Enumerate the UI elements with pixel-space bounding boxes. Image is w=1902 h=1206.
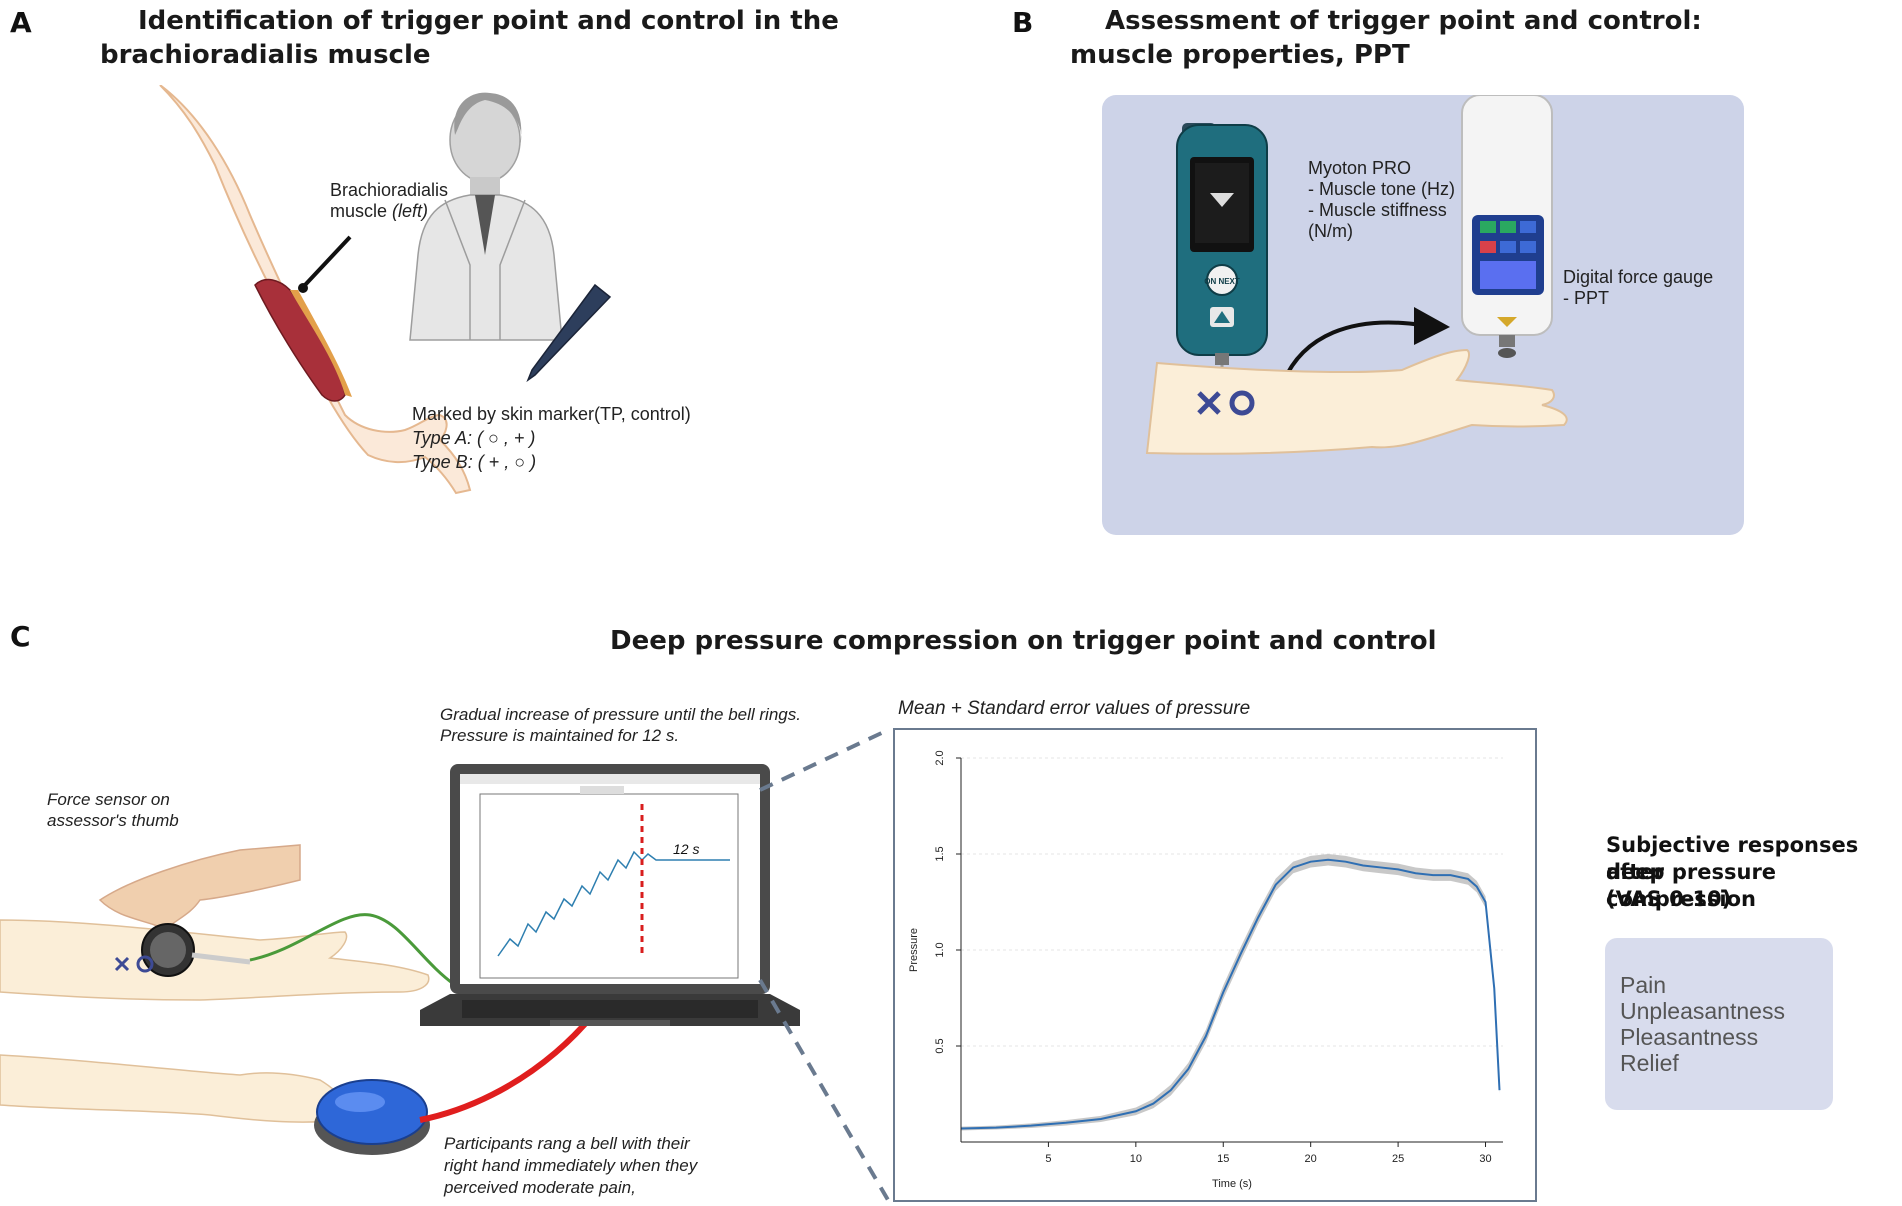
myoton-on-next-button-text: ON NEXT	[1204, 277, 1240, 286]
panel-a-illustration	[159, 85, 612, 495]
bell-line1: Participants rang a bell with their	[444, 1134, 690, 1153]
chart-y-tick-label: 0.5	[934, 1038, 946, 1053]
screen-hold-label: 12 s	[673, 841, 699, 857]
chart-mean-line	[960, 858, 1501, 1130]
brachioradialis-muscle	[254, 278, 346, 402]
muscle-label-side: (left)	[392, 201, 429, 221]
chart-x-label: Time (s)	[1212, 1178, 1252, 1190]
panel-b-letter: B	[1012, 6, 1034, 39]
chart-grid	[961, 757, 1503, 1047]
myoton-item3: (N/m)	[1308, 221, 1353, 241]
myoton-item1: - Muscle tone (Hz)	[1308, 179, 1456, 199]
subjective-line3: (VAS 0-10)	[1606, 887, 1732, 911]
mean-se-label: Mean + Standard error values of pressure	[898, 698, 1251, 719]
gauge-title: Digital force gauge	[1563, 267, 1714, 287]
vas-box: Pain Unpleasantness Pleasantness Relief	[1605, 938, 1833, 1110]
type-a-label: Type A: ( ○ , + )	[412, 428, 536, 448]
panel-b-illustration: ON NEXT	[1145, 95, 1568, 455]
subjective-line1: Subjective responses after	[1606, 833, 1859, 884]
panel-a-letter: A	[10, 6, 32, 39]
bell-line2: right hand immediately when they	[444, 1156, 698, 1175]
panel-a-title-line1: Identification of trigger point and cont…	[138, 6, 839, 36]
myoton-title: Myoton PRO	[1308, 158, 1412, 178]
vas-list: Pain Unpleasantness Pleasantness Relief	[1620, 972, 1785, 1076]
assessor-person-illustration	[409, 92, 563, 341]
skin-marker-pen-icon	[526, 283, 612, 383]
bell-line3: perceived moderate pain,	[444, 1178, 636, 1197]
digital-force-gauge-device	[1461, 95, 1553, 358]
chart-x-tick-label: 5	[1045, 1153, 1051, 1165]
subjective-line2: deep pressure compression	[1606, 860, 1777, 911]
laptop-icon: 12 s	[420, 764, 800, 1026]
pressure-chart: 5 10 15 20 25 30 0.5 1.0 1.5 2.0 Time (s) Pressur…	[893, 728, 1537, 1202]
chart-x-tick-label: 20	[1305, 1153, 1317, 1165]
muscle-label-line2-wrap: muscle (left)	[330, 201, 428, 222]
sensor-cable	[249, 913, 456, 987]
chart-y-tick-label: 1.0	[934, 942, 946, 957]
muscle-label-line2: muscle	[330, 201, 388, 221]
chart-x-tick-label: 10	[1130, 1153, 1142, 1165]
force-sensor-line1: Force sensor on	[47, 790, 170, 809]
curved-arrow-icon	[1280, 320, 1423, 386]
force-sensor-line2: assessor's thumb	[47, 811, 179, 830]
screen-pressure-trace	[497, 850, 730, 957]
panel-c-title: Deep pressure compression on trigger poi…	[610, 626, 1437, 656]
gradual-line1: Gradual increase of pressure until the b…	[440, 705, 801, 724]
skin-marks-x-o-icon-c	[114, 955, 154, 973]
gradual-line2: Pressure is maintained for 12 s.	[440, 726, 680, 745]
myoton-pro-device: ON NEXT	[1176, 123, 1268, 377]
myoton-item2: - Muscle stiffness	[1308, 200, 1447, 220]
panel-c-letter: C	[10, 620, 31, 653]
type-b-label: Type B: ( + , ○ )	[412, 452, 537, 472]
chart-y-tick-label: 1.5	[934, 846, 946, 861]
vas-item-pleasantness: Pleasantness	[1620, 1024, 1759, 1050]
vas-item-pain: Pain	[1620, 972, 1667, 998]
chart-y-label: Pressure	[908, 928, 920, 972]
panel-b-title-line2: muscle properties, PPT	[1070, 40, 1410, 70]
right-arm-illustration	[1145, 348, 1568, 455]
vas-item-unpleasantness: Unpleasantness	[1620, 998, 1785, 1024]
skin-marks-x-o-icon	[1197, 390, 1255, 416]
marker-label: Marked by skin marker(TP, control)	[412, 404, 691, 424]
bell-button-icon	[314, 1079, 430, 1155]
vas-item-relief: Relief	[1620, 1050, 1679, 1076]
chart-x-tick-label: 30	[1479, 1153, 1491, 1165]
panel-a-title-line2: brachioradialis muscle	[100, 40, 431, 70]
chart-x-tick-label: 15	[1217, 1153, 1229, 1165]
chart-x-tick-label: 25	[1392, 1153, 1404, 1165]
panel-b-title-line1: Assessment of trigger point and control:	[1105, 6, 1702, 36]
muscle-label-line1: Brachioradialis	[330, 180, 449, 200]
gauge-item: - PPT	[1563, 288, 1610, 308]
chart-y-tick-label: 2.0	[934, 750, 946, 765]
muscle-pointer-line	[303, 235, 352, 287]
